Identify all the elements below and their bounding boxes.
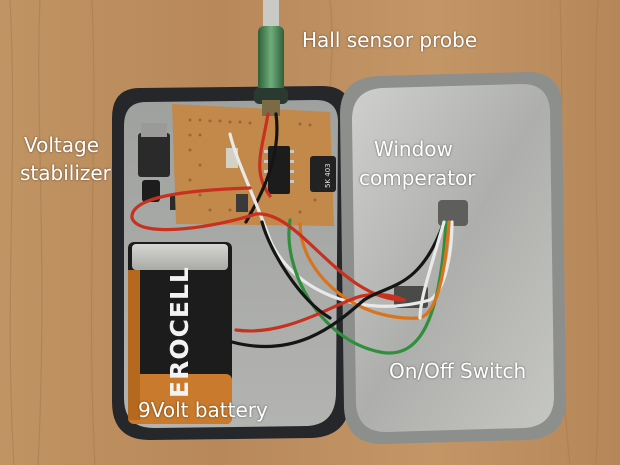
capacitor-small — [142, 180, 160, 202]
battery-copper-edge — [128, 270, 140, 420]
voltage-regulator-tab — [141, 123, 167, 137]
label-voltage-stabilizer-line1: Voltage — [24, 133, 100, 157]
probe-handle — [258, 26, 284, 96]
perfboard — [172, 104, 334, 226]
wire-black-board — [260, 220, 332, 320]
battery-brand-text: EROCELL — [165, 266, 194, 398]
wire-red-probe — [258, 112, 272, 198]
tin-lid-inner — [352, 84, 554, 432]
small-component-2 — [236, 194, 248, 212]
wire-white-right — [418, 220, 446, 320]
label-voltage-stabilizer-line2: stabilizer — [20, 161, 111, 185]
label-window-comperator-line2: comperator — [359, 166, 476, 190]
battery-copper-band — [128, 374, 232, 424]
wire-red-battery — [234, 292, 406, 333]
wire-bundle — [130, 112, 454, 355]
battery-top-cap — [132, 244, 228, 270]
probe-rod — [263, 0, 279, 34]
label-hall-sensor-probe: Hall sensor probe — [302, 28, 478, 52]
wire-red-long — [130, 186, 406, 302]
label-on-off-switch: On/Off Switch — [389, 359, 527, 383]
probe-collar — [262, 100, 280, 116]
label-window-comperator-line1: Window — [374, 137, 453, 161]
voltage-regulator — [138, 133, 170, 177]
wire-black-battery — [230, 220, 446, 349]
label-9volt-battery: 9Volt battery — [138, 398, 268, 422]
wire-orange — [298, 220, 451, 320]
trimmer-marking: 5K 403 — [324, 163, 332, 188]
trimmer-potentiometer — [310, 156, 336, 192]
